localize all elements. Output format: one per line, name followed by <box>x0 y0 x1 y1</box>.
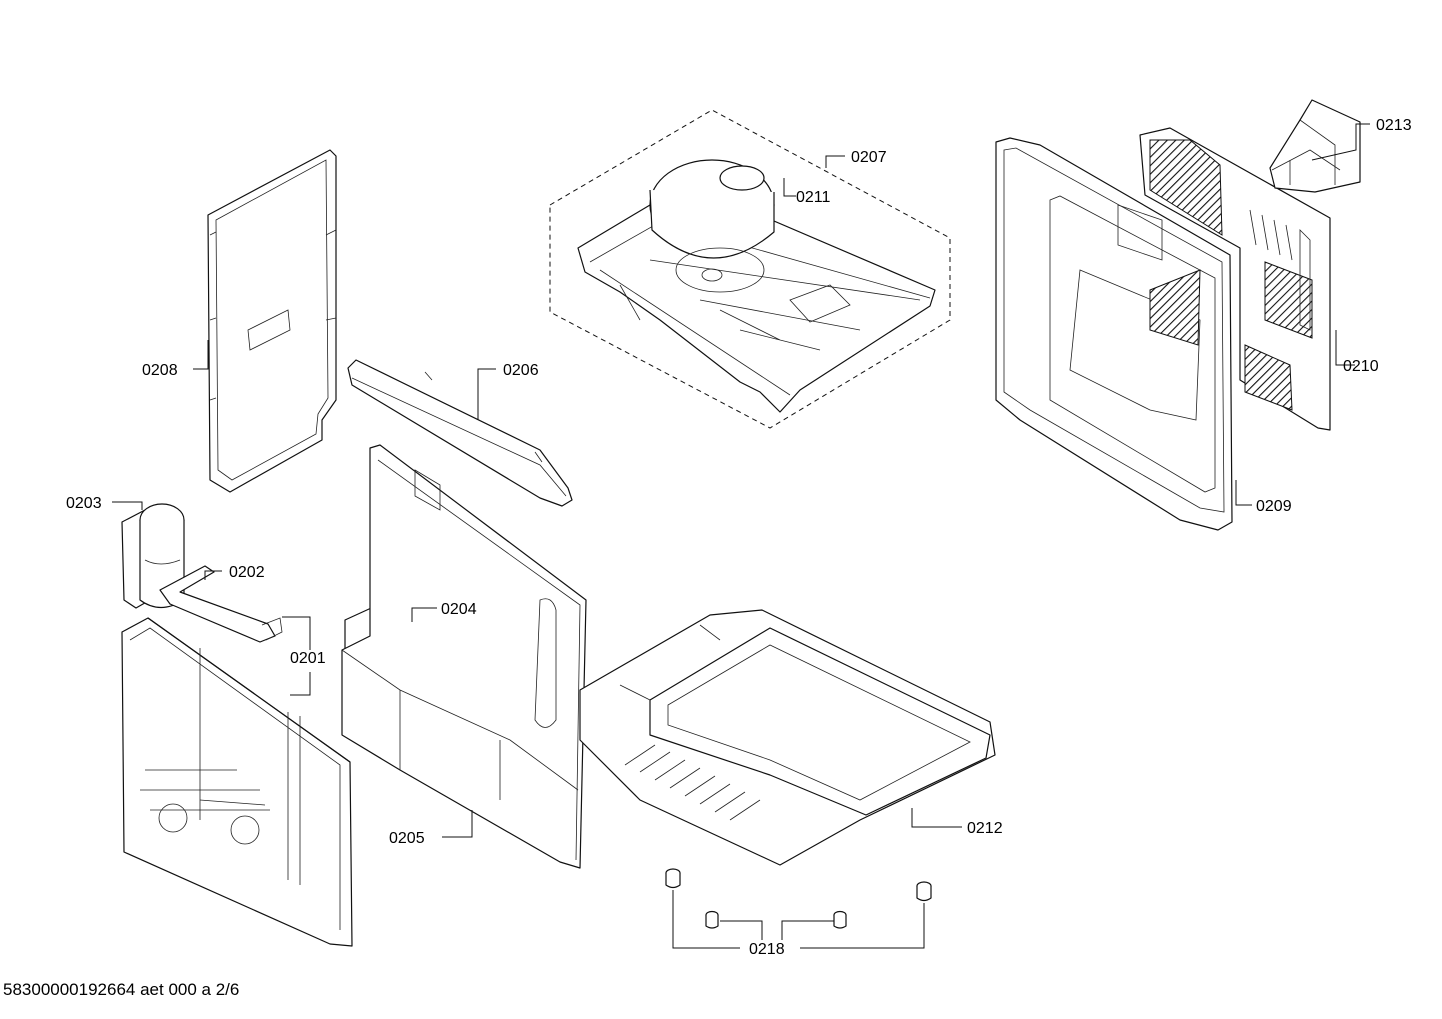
leader-lines <box>112 123 1370 949</box>
callout-0212: 0212 <box>967 820 1003 837</box>
callout-0210: 0210 <box>1343 358 1379 375</box>
part-0213-bracket[interactable] <box>1269 99 1361 193</box>
callout-0203: 0203 <box>66 495 102 512</box>
part-0208-side-panel[interactable] <box>207 149 337 493</box>
part-0206-top-trim[interactable] <box>347 359 573 507</box>
callout-0206: 0206 <box>503 362 539 379</box>
callout-0208: 0208 <box>142 362 178 379</box>
callout-0213: 0213 <box>1376 117 1412 134</box>
callout-0207: 0207 <box>851 149 887 166</box>
part-0211-fan-cover[interactable] <box>649 159 775 293</box>
part-0218-foot-4[interactable] <box>916 881 932 902</box>
callout-0209: 0209 <box>1256 498 1292 515</box>
callout-0201: 0201 <box>290 650 326 667</box>
part-0212-base-tray[interactable] <box>579 609 996 866</box>
part-0207-frame-assembly[interactable] <box>549 109 951 429</box>
part-0205-front-base-panel[interactable] <box>341 444 587 869</box>
part-0218-foot-3[interactable] <box>833 910 847 929</box>
part-0202-water-pipe[interactable] <box>159 565 283 643</box>
callout-0211: 0211 <box>796 189 831 206</box>
part-0209-rear-housing[interactable] <box>995 137 1233 531</box>
part-0218-foot-1[interactable] <box>665 868 681 889</box>
part-0218-foot-2[interactable] <box>705 910 719 929</box>
callout-0218: 0218 <box>749 941 785 958</box>
callout-0205: 0205 <box>389 830 425 847</box>
part-0210-rear-cover[interactable] <box>1139 127 1331 431</box>
callout-0204: 0204 <box>441 601 477 618</box>
callout-0202: 0202 <box>229 564 265 581</box>
part-0201-water-tank[interactable] <box>121 617 353 947</box>
document-id-footer: 58300000192664 aet 000 a 2/6 <box>3 980 240 999</box>
